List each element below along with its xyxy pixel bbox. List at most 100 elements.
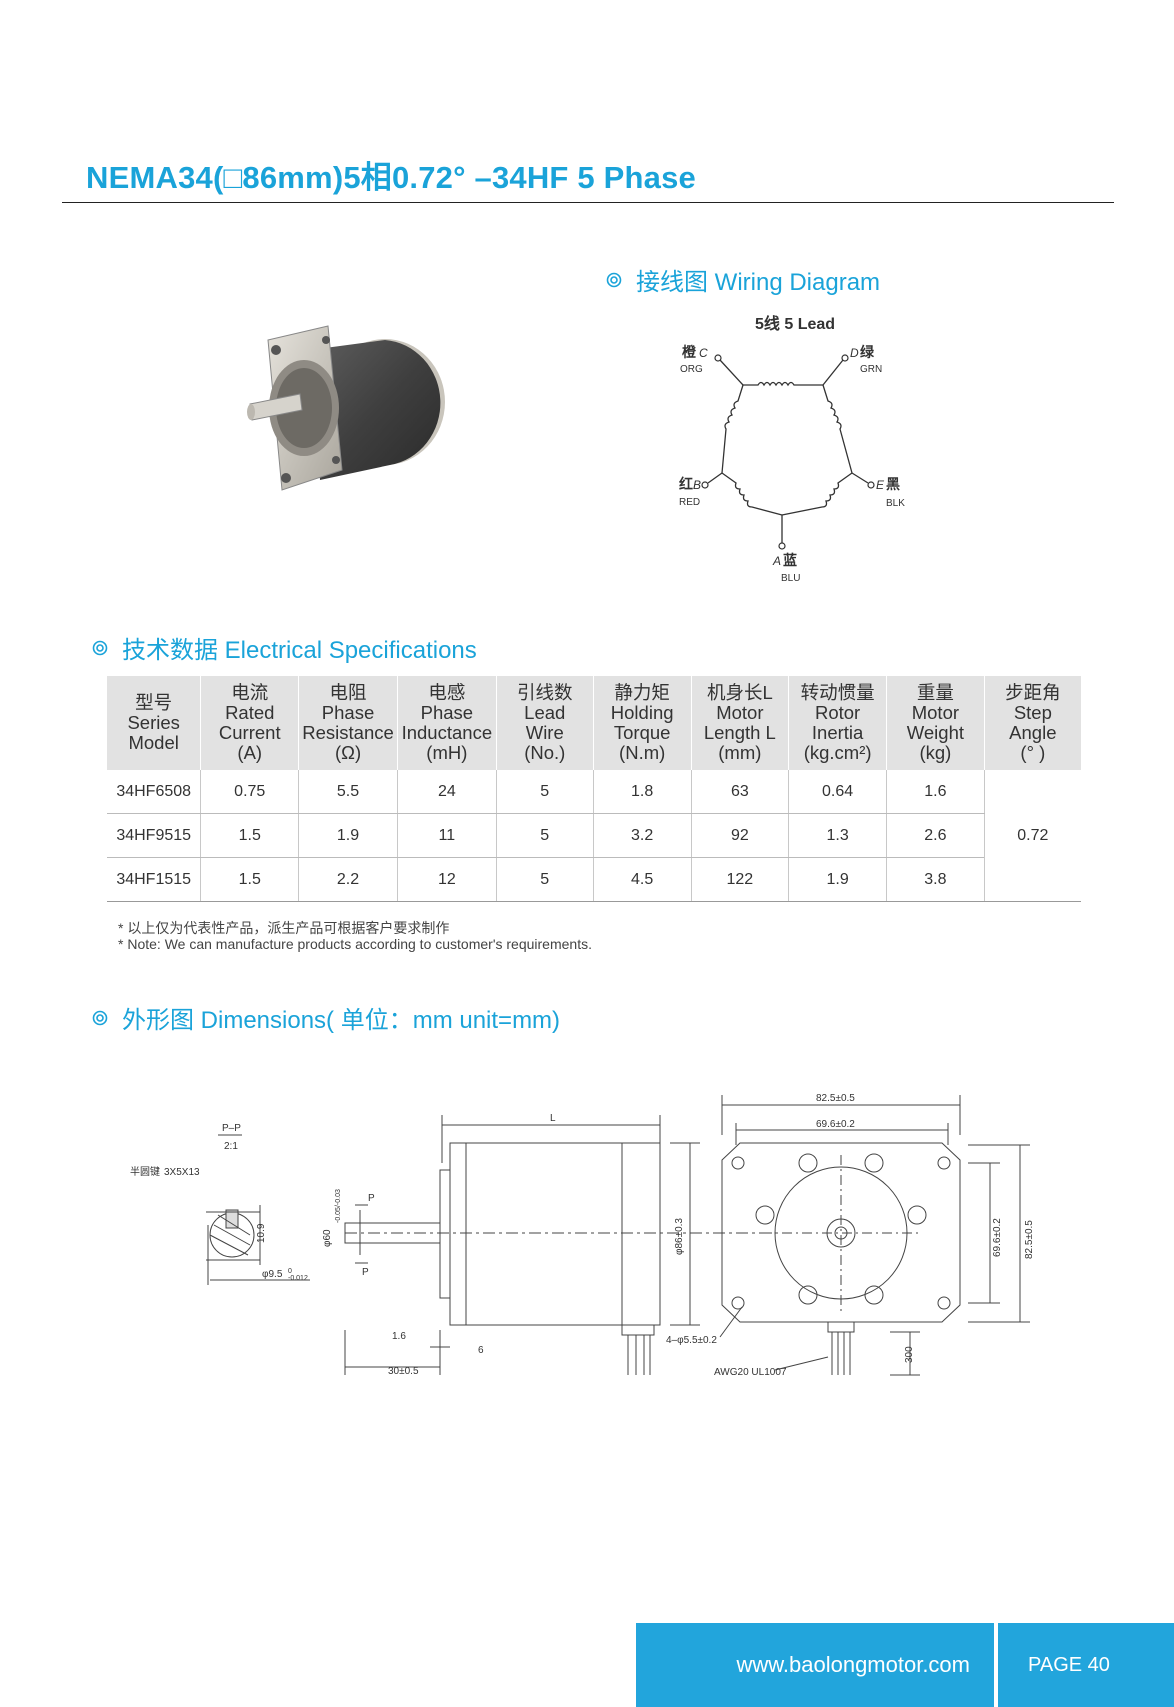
cell-torque: 3.2 <box>592 813 692 858</box>
lead-e-cn: 黑 <box>886 476 900 492</box>
cell-model: 34HF1515 <box>107 857 201 902</box>
lead-b-cn: 红 <box>679 476 693 492</box>
lead-d-en: GRN <box>860 364 882 375</box>
lead-c-letter: C <box>699 346 708 360</box>
specs-heading-text: 技术数据 Electrical Specifications <box>122 637 477 664</box>
shaft-section-view <box>206 1134 310 1285</box>
lead-b-letter: B <box>693 478 701 492</box>
label-height-inner: 69.6±0.2 <box>992 1218 1003 1257</box>
cell-resistance: 1.9 <box>298 813 398 858</box>
page-title: NEMA34(□86mm)5相0.72° –34HF 5 Phase <box>86 160 696 195</box>
motor-side-view <box>344 1115 790 1375</box>
label-key-height: 10.9 <box>256 1223 267 1243</box>
cell-weight: 1.6 <box>886 770 985 814</box>
cell-current: 1.5 <box>200 857 299 902</box>
label-body-dia: φ86±0.3 <box>674 1218 685 1255</box>
dimensions-heading-text: 外形图 Dimensions( 单位：mm unit=mm) <box>122 1007 561 1034</box>
bullet-circle-icon <box>92 1010 108 1025</box>
cell-inductance: 12 <box>396 857 497 902</box>
cell-inertia: 1.9 <box>788 857 887 902</box>
cell-weight: 3.8 <box>886 857 985 902</box>
lead-d-letter: D <box>850 346 859 360</box>
lead-d-cn: 绿 <box>860 344 875 360</box>
cell-torque: 1.8 <box>592 770 692 814</box>
cell-model: 34HF6508 <box>107 770 201 814</box>
cell-inertia: 1.3 <box>788 813 887 858</box>
footer-divider <box>994 1623 998 1707</box>
motor-photo <box>247 325 445 491</box>
label-holes: 4–φ5.5±0.2 <box>666 1335 717 1346</box>
lead-e-letter: E <box>876 478 885 492</box>
note-chinese: * 以上仅为代表性产品，派生产品可根据客户要求制作 <box>118 920 450 936</box>
label-key-size: 3X5X13 <box>164 1167 200 1178</box>
label-key: 半圆键 <box>130 1165 160 1178</box>
lead-a-en: BLU <box>781 573 800 584</box>
lead-c-en: ORG <box>680 364 703 375</box>
label-wire-length: 300 <box>904 1346 915 1363</box>
wiring-subtitle: 5线 5 Lead <box>755 314 835 333</box>
table-row: 34HF6508 0.75 5.5 24 5 1.8 63 0.64 1.6 0… <box>107 770 1081 902</box>
label-shaft-tol: -0.012 <box>288 1275 308 1282</box>
label-section: P–P <box>222 1123 241 1134</box>
dimension-drawing: P–P 2:1 半圆键 3X5X13 10.9 φ9.5 0 -0.012 L … <box>130 1093 1035 1378</box>
lead-a-letter: A <box>772 554 781 568</box>
cell-model: 34HF9515 <box>107 813 201 858</box>
cell-length: 63 <box>690 770 789 814</box>
cell-current: 1.5 <box>200 813 299 858</box>
lead-a-cn: 蓝 <box>783 552 797 568</box>
specs-section-heading: 技术数据 Electrical Specifications <box>92 630 477 665</box>
label-boss-dia: φ60 <box>322 1229 333 1247</box>
table-row: 34HF1515 1.5 2.2 12 5 4.5 122 1.9 3.8 <box>107 857 1081 902</box>
label-width-inner: 69.6±0.2 <box>816 1119 855 1130</box>
wiring-diagram: 5线 5 Lead 橙 C ORG D 绿 GRN 红 B RED E 黑 BL… <box>679 314 905 584</box>
cell-step-angle: 0.72 <box>983 770 1081 902</box>
label-p-top: P <box>368 1193 375 1204</box>
label-dim-16: 1.6 <box>392 1331 406 1342</box>
motor-front-view <box>719 1095 1030 1376</box>
footer-website[interactable]: www.baolongmotor.com <box>636 1623 994 1707</box>
cell-length: 92 <box>690 813 789 858</box>
label-shaft-tol-upper: 0 <box>288 1268 292 1275</box>
lead-e-en: BLK <box>886 498 905 509</box>
label-dim-6: 6 <box>478 1345 484 1356</box>
note-english: * Note: We can manufacture products acco… <box>118 936 592 952</box>
lead-c-cn: 橙 <box>682 344 697 360</box>
cell-lead-wire: 5 <box>495 857 594 902</box>
wiring-heading-text: 接线图 Wiring Diagram <box>636 269 881 296</box>
cell-lead-wire: 5 <box>495 813 594 858</box>
label-dim-30: 30±0.5 <box>388 1366 419 1377</box>
cell-inertia: 0.64 <box>788 770 887 814</box>
bullet-circle-icon <box>606 272 622 287</box>
cell-lead-wire: 5 <box>495 770 594 814</box>
cell-weight: 2.6 <box>886 813 985 858</box>
page-number: PAGE 40 <box>998 1623 1174 1707</box>
label-height-outer: 82.5±0.5 <box>1024 1220 1035 1259</box>
label-boss-tol: -0.05/-0.03 <box>335 1189 342 1223</box>
label-length: L <box>550 1113 556 1124</box>
lead-b-en: RED <box>679 497 700 508</box>
bullet-circle-icon <box>92 640 108 655</box>
title-divider <box>62 202 1114 203</box>
cell-resistance: 5.5 <box>298 770 398 814</box>
dimensions-section-heading: 外形图 Dimensions( 单位：mm unit=mm) <box>92 1000 560 1035</box>
label-p-bottom: P <box>362 1267 369 1278</box>
label-scale: 2:1 <box>224 1141 238 1152</box>
label-width-outer: 82.5±0.5 <box>816 1093 855 1104</box>
cell-length: 122 <box>690 857 789 902</box>
label-shaft-dia: φ9.5 <box>262 1269 283 1280</box>
cell-inductance: 11 <box>396 813 497 858</box>
cell-torque: 4.5 <box>592 857 692 902</box>
cell-resistance: 2.2 <box>298 857 398 902</box>
cell-current: 0.75 <box>200 770 299 814</box>
